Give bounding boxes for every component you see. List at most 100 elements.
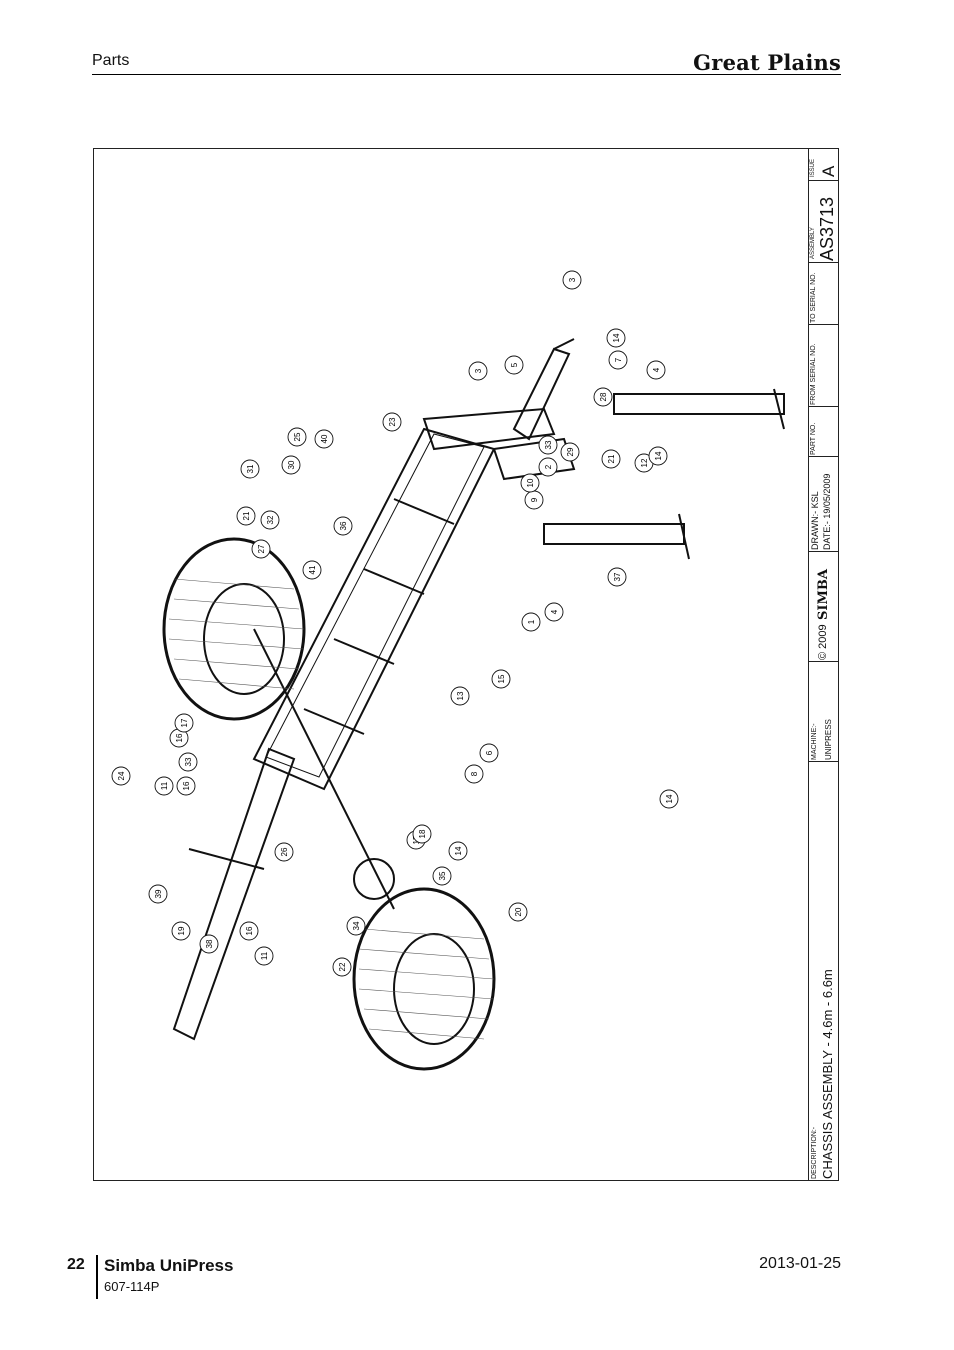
part-callout: 40 bbox=[314, 429, 334, 449]
part-callout-number: 13 bbox=[456, 691, 465, 700]
part-callout-number: 31 bbox=[246, 464, 255, 473]
part-callout-number: 26 bbox=[280, 847, 289, 856]
part-callout: 13 bbox=[450, 686, 470, 706]
issue-label: ISSUE bbox=[810, 158, 816, 177]
part-callout-number: 16 bbox=[182, 781, 191, 790]
part-callout: 14 bbox=[606, 328, 626, 348]
part-callout: 22 bbox=[332, 957, 352, 977]
part-callout: 8 bbox=[464, 764, 484, 784]
part-callout-number: 34 bbox=[352, 921, 361, 930]
part-callout: 23 bbox=[382, 412, 402, 432]
part-callout: 39 bbox=[148, 884, 168, 904]
part-callout-number: 27 bbox=[257, 544, 266, 553]
part-callout-number: 38 bbox=[205, 939, 214, 948]
part-callout: 20 bbox=[508, 902, 528, 922]
part-callout: 35 bbox=[432, 866, 452, 886]
part-callout-number: 25 bbox=[293, 432, 302, 441]
part-callout: 18 bbox=[412, 824, 432, 844]
brand-logo: Great Plains bbox=[693, 50, 841, 75]
part-callout-number: 11 bbox=[160, 781, 169, 790]
part-callout: 14 bbox=[448, 841, 468, 861]
part-callout-number: 14 bbox=[654, 451, 663, 460]
section-label: Parts bbox=[92, 52, 130, 69]
part-callout-number: 16 bbox=[245, 926, 254, 935]
part-callout-number: 5 bbox=[510, 362, 519, 367]
part-callout-number: 11 bbox=[260, 951, 269, 960]
part-callout-number: 6 bbox=[485, 750, 494, 755]
to-serial-label: TO SERIAL NO. bbox=[810, 272, 817, 323]
part-callout-number: 33 bbox=[184, 757, 193, 766]
part-callout-number: 17 bbox=[180, 718, 189, 727]
part-callout: 25 bbox=[287, 427, 307, 447]
manual-title: Simba UniPress bbox=[104, 1256, 234, 1275]
issue-value: A bbox=[819, 165, 838, 177]
part-callout-number: 40 bbox=[320, 434, 329, 443]
part-callout-number: 30 bbox=[287, 460, 296, 469]
part-callout-number: 14 bbox=[665, 794, 674, 803]
part-callout: 14 bbox=[659, 789, 679, 809]
part-callout: 21 bbox=[236, 506, 256, 526]
part-callout-number: 19 bbox=[177, 926, 186, 935]
part-callout-number: 18 bbox=[418, 829, 427, 838]
part-callout: 41 bbox=[302, 560, 322, 580]
part-callout: 37 bbox=[607, 567, 627, 587]
drawing-frame bbox=[93, 148, 839, 1181]
from-serial-label: FROM SERIAL NO. bbox=[810, 343, 817, 405]
part-callout: 33 bbox=[178, 752, 198, 772]
part-callout-number: 4 bbox=[550, 609, 559, 614]
part-callout: 1 bbox=[521, 612, 541, 632]
part-callout: 16 bbox=[239, 921, 259, 941]
title-block: ISSUE A ASSEMBLY AS3713 TO SERIAL NO. FR… bbox=[808, 148, 839, 1181]
part-callout: 4 bbox=[544, 602, 564, 622]
assembly-number: AS3713 bbox=[817, 196, 837, 261]
part-callout-number: 33 bbox=[544, 440, 553, 449]
part-callout-number: 1 bbox=[527, 619, 536, 624]
part-callout-number: 9 bbox=[530, 497, 539, 502]
part-callout: 14 bbox=[648, 446, 668, 466]
part-callout: 3 bbox=[468, 361, 488, 381]
machine-label: MACHINE:- bbox=[811, 723, 818, 760]
description-text: CHASSIS ASSEMBLY - 4.6m - 6.6m bbox=[820, 969, 835, 1179]
part-callout-number: 14 bbox=[612, 333, 621, 342]
part-callout: 19 bbox=[171, 921, 191, 941]
part-callout-number: 16 bbox=[175, 733, 184, 742]
part-callout-number: 2 bbox=[544, 464, 553, 469]
copyright: © 2009 bbox=[817, 624, 829, 660]
drawing-date: DATE:- 19/05/2009 bbox=[822, 473, 832, 550]
part-callout-number: 32 bbox=[266, 515, 275, 524]
part-callout: 2 bbox=[538, 457, 558, 477]
simba-logo: SIMBA bbox=[816, 569, 831, 620]
drawn-by: DRAWN:- KSL bbox=[810, 491, 820, 550]
part-callout-number: 8 bbox=[470, 771, 479, 776]
part-callout-number: 23 bbox=[388, 417, 397, 426]
part-callout-number: 12 bbox=[640, 458, 649, 467]
part-callout-number: 3 bbox=[568, 277, 577, 282]
part-callout-number: 21 bbox=[607, 454, 616, 463]
part-callout-number: 4 bbox=[652, 367, 661, 372]
part-callout: 30 bbox=[281, 455, 301, 475]
part-callout: 5 bbox=[504, 355, 524, 375]
manual-code: 607-114P bbox=[104, 1279, 160, 1294]
part-callout: 36 bbox=[333, 516, 353, 536]
part-callout-number: 39 bbox=[154, 889, 163, 898]
publication-date: 2013-01-25 bbox=[759, 1255, 841, 1272]
part-callout-number: 14 bbox=[454, 846, 463, 855]
part-callout: 7 bbox=[608, 350, 628, 370]
page-number: 22 bbox=[67, 1256, 85, 1273]
part-callout: 32 bbox=[260, 510, 280, 530]
part-callout: 3 bbox=[562, 270, 582, 290]
assembly-label: ASSEMBLY bbox=[810, 227, 816, 259]
part-callout-number: 24 bbox=[117, 771, 126, 780]
part-callout: 33 bbox=[538, 435, 558, 455]
part-callout-number: 15 bbox=[497, 674, 506, 683]
part-callout: 15 bbox=[491, 669, 511, 689]
part-callout: 34 bbox=[346, 916, 366, 936]
part-callout-number: 28 bbox=[599, 392, 608, 401]
part-callout: 6 bbox=[479, 743, 499, 763]
part-callout-number: 3 bbox=[474, 368, 483, 373]
part-callout-number: 29 bbox=[566, 447, 575, 456]
part-callout: 10 bbox=[520, 473, 540, 493]
footer-divider bbox=[96, 1255, 98, 1299]
part-callout: 4 bbox=[646, 360, 666, 380]
part-callout: 17 bbox=[174, 713, 194, 733]
